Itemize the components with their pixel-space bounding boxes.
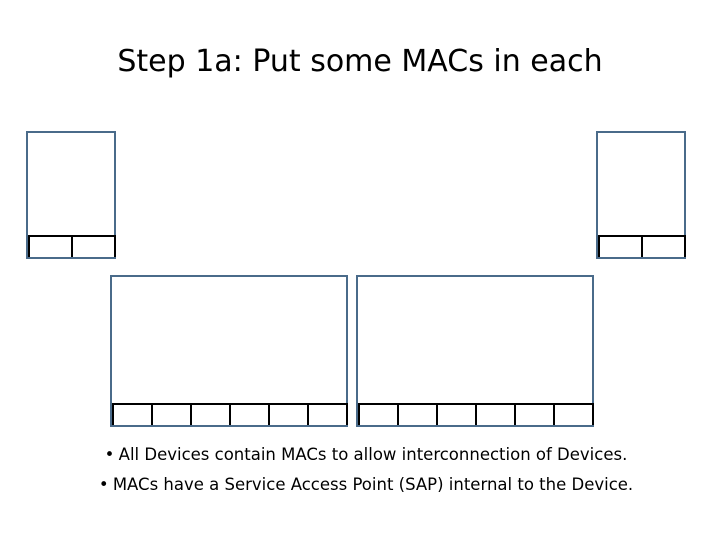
- mac-block: [151, 403, 192, 425]
- device-bottom-left: [110, 275, 348, 427]
- bullet-item: •MACs have a Service Access Point (SAP) …: [36, 470, 696, 500]
- mac-block: [229, 403, 270, 425]
- device-bottom-right: [356, 275, 594, 427]
- bullet-list: •All Devices contain MACs to allow inter…: [36, 440, 696, 500]
- device-top-left: [26, 131, 116, 259]
- bullet-item: •All Devices contain MACs to allow inter…: [36, 440, 696, 470]
- mac-strip: [28, 235, 116, 257]
- mac-block: [436, 403, 477, 425]
- mac-block: [268, 403, 309, 425]
- bullet-marker: •: [98, 475, 109, 494]
- mac-block: [397, 403, 438, 425]
- mac-block: [190, 403, 231, 425]
- mac-block: [112, 403, 153, 425]
- mac-block: [307, 403, 348, 425]
- mac-block: [514, 403, 555, 425]
- mac-block: [598, 235, 643, 257]
- mac-block: [641, 235, 686, 257]
- bullet-marker: •: [104, 445, 115, 464]
- mac-block: [358, 403, 399, 425]
- device-top-right: [596, 131, 686, 259]
- bullet-text: All Devices contain MACs to allow interc…: [118, 445, 628, 464]
- mac-block: [553, 403, 594, 425]
- mac-block: [475, 403, 516, 425]
- mac-block: [71, 235, 116, 257]
- mac-strip: [358, 403, 594, 425]
- mac-strip: [112, 403, 348, 425]
- page-title: Step 1a: Put some MACs in each: [117, 44, 603, 79]
- bullet-text: MACs have a Service Access Point (SAP) i…: [112, 475, 634, 494]
- mac-strip: [598, 235, 686, 257]
- mac-block: [28, 235, 73, 257]
